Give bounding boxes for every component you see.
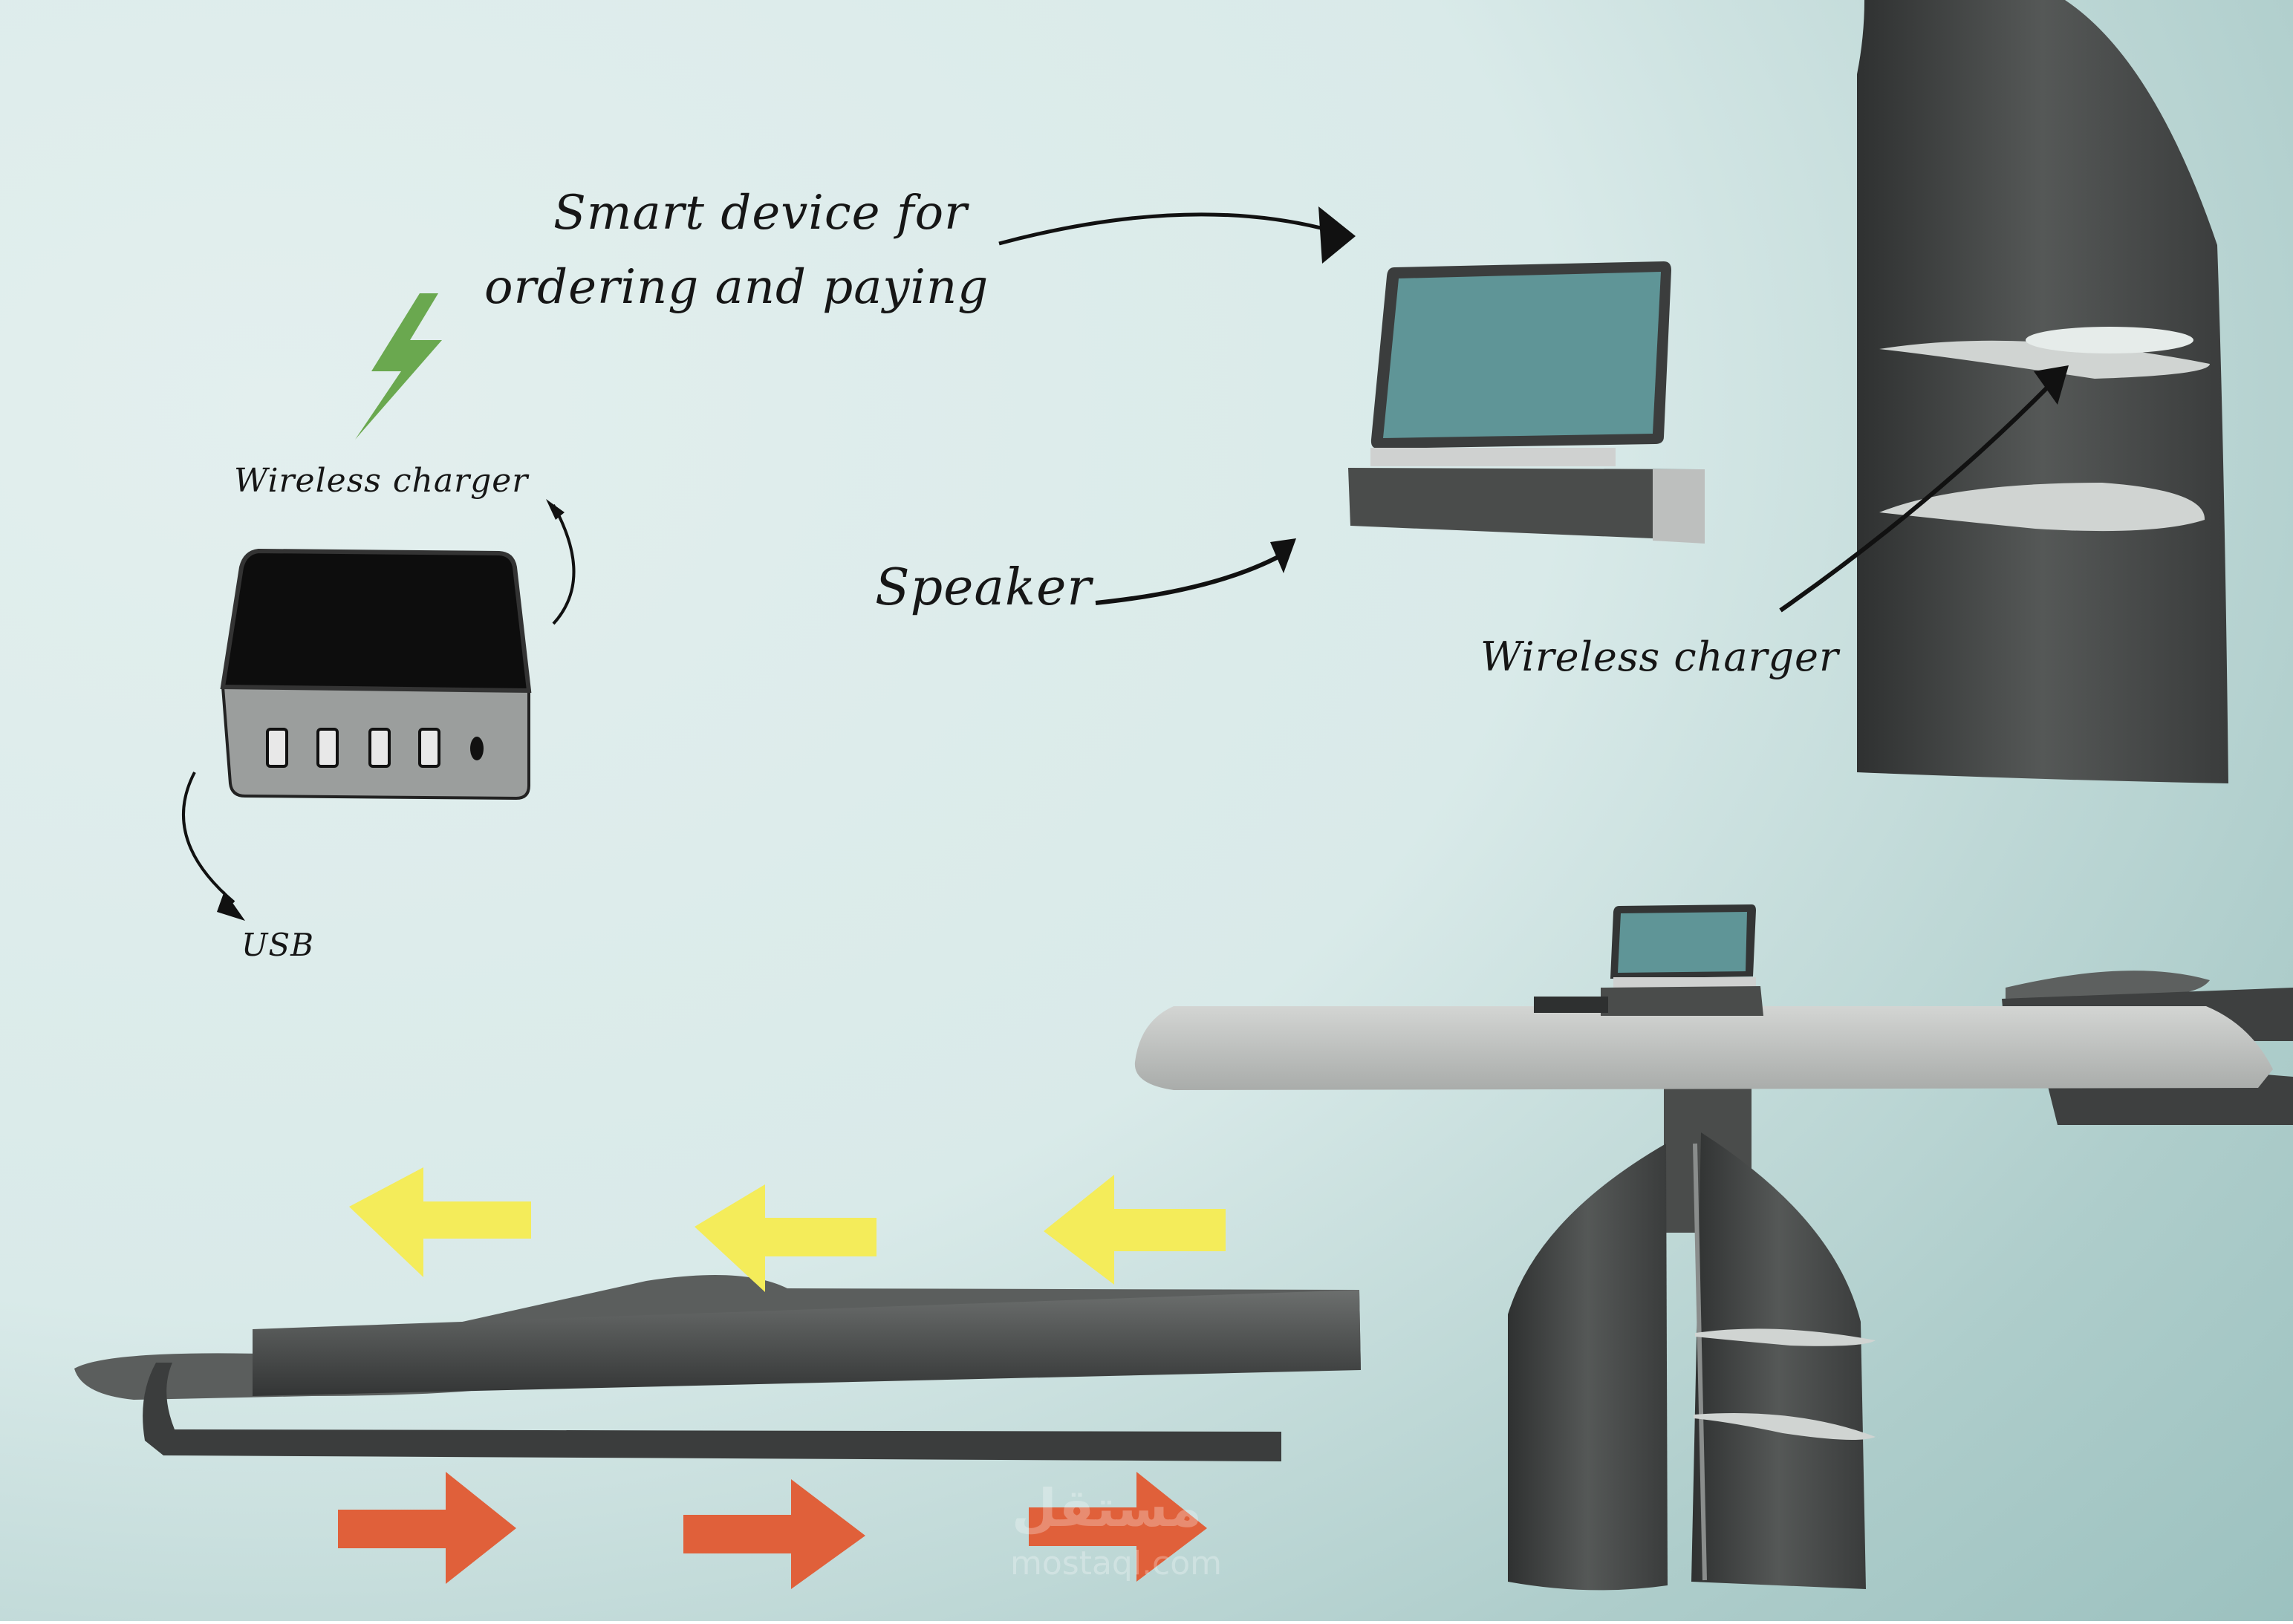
arrow-to-wireless-charger [552, 504, 576, 625]
table-assembly [1134, 904, 2293, 1591]
watermark-url: mostaql.com [1010, 1545, 1223, 1582]
speaker-bar [1348, 468, 1705, 544]
watermark-logo: مستقل [1012, 1478, 1203, 1539]
lightning-icon [355, 293, 442, 440]
wireless-charger-label-left: Wireless charger [234, 462, 529, 500]
usb-label: USB [241, 927, 315, 963]
wireless-charger-label-right: Wireless charger [1480, 633, 1839, 680]
arrow-wireless-charger-right [1779, 382, 2052, 613]
smart-device-label-line1: Smart device for [553, 186, 968, 241]
tabletop [1134, 1006, 2273, 1090]
yellow-arrows [349, 1167, 1226, 1292]
arrow-to-usb [182, 772, 235, 904]
arrow-smart-device [998, 212, 1330, 246]
arrow-speaker [1095, 551, 1287, 605]
charger-box [220, 548, 532, 800]
orange-arrows [338, 1472, 1207, 1589]
strap-rope [74, 1275, 1361, 1461]
tablet-device [1370, 261, 1671, 466]
speaker-label: Speaker [875, 558, 1092, 617]
smart-device-label-line2: ordering and paying [484, 260, 989, 315]
